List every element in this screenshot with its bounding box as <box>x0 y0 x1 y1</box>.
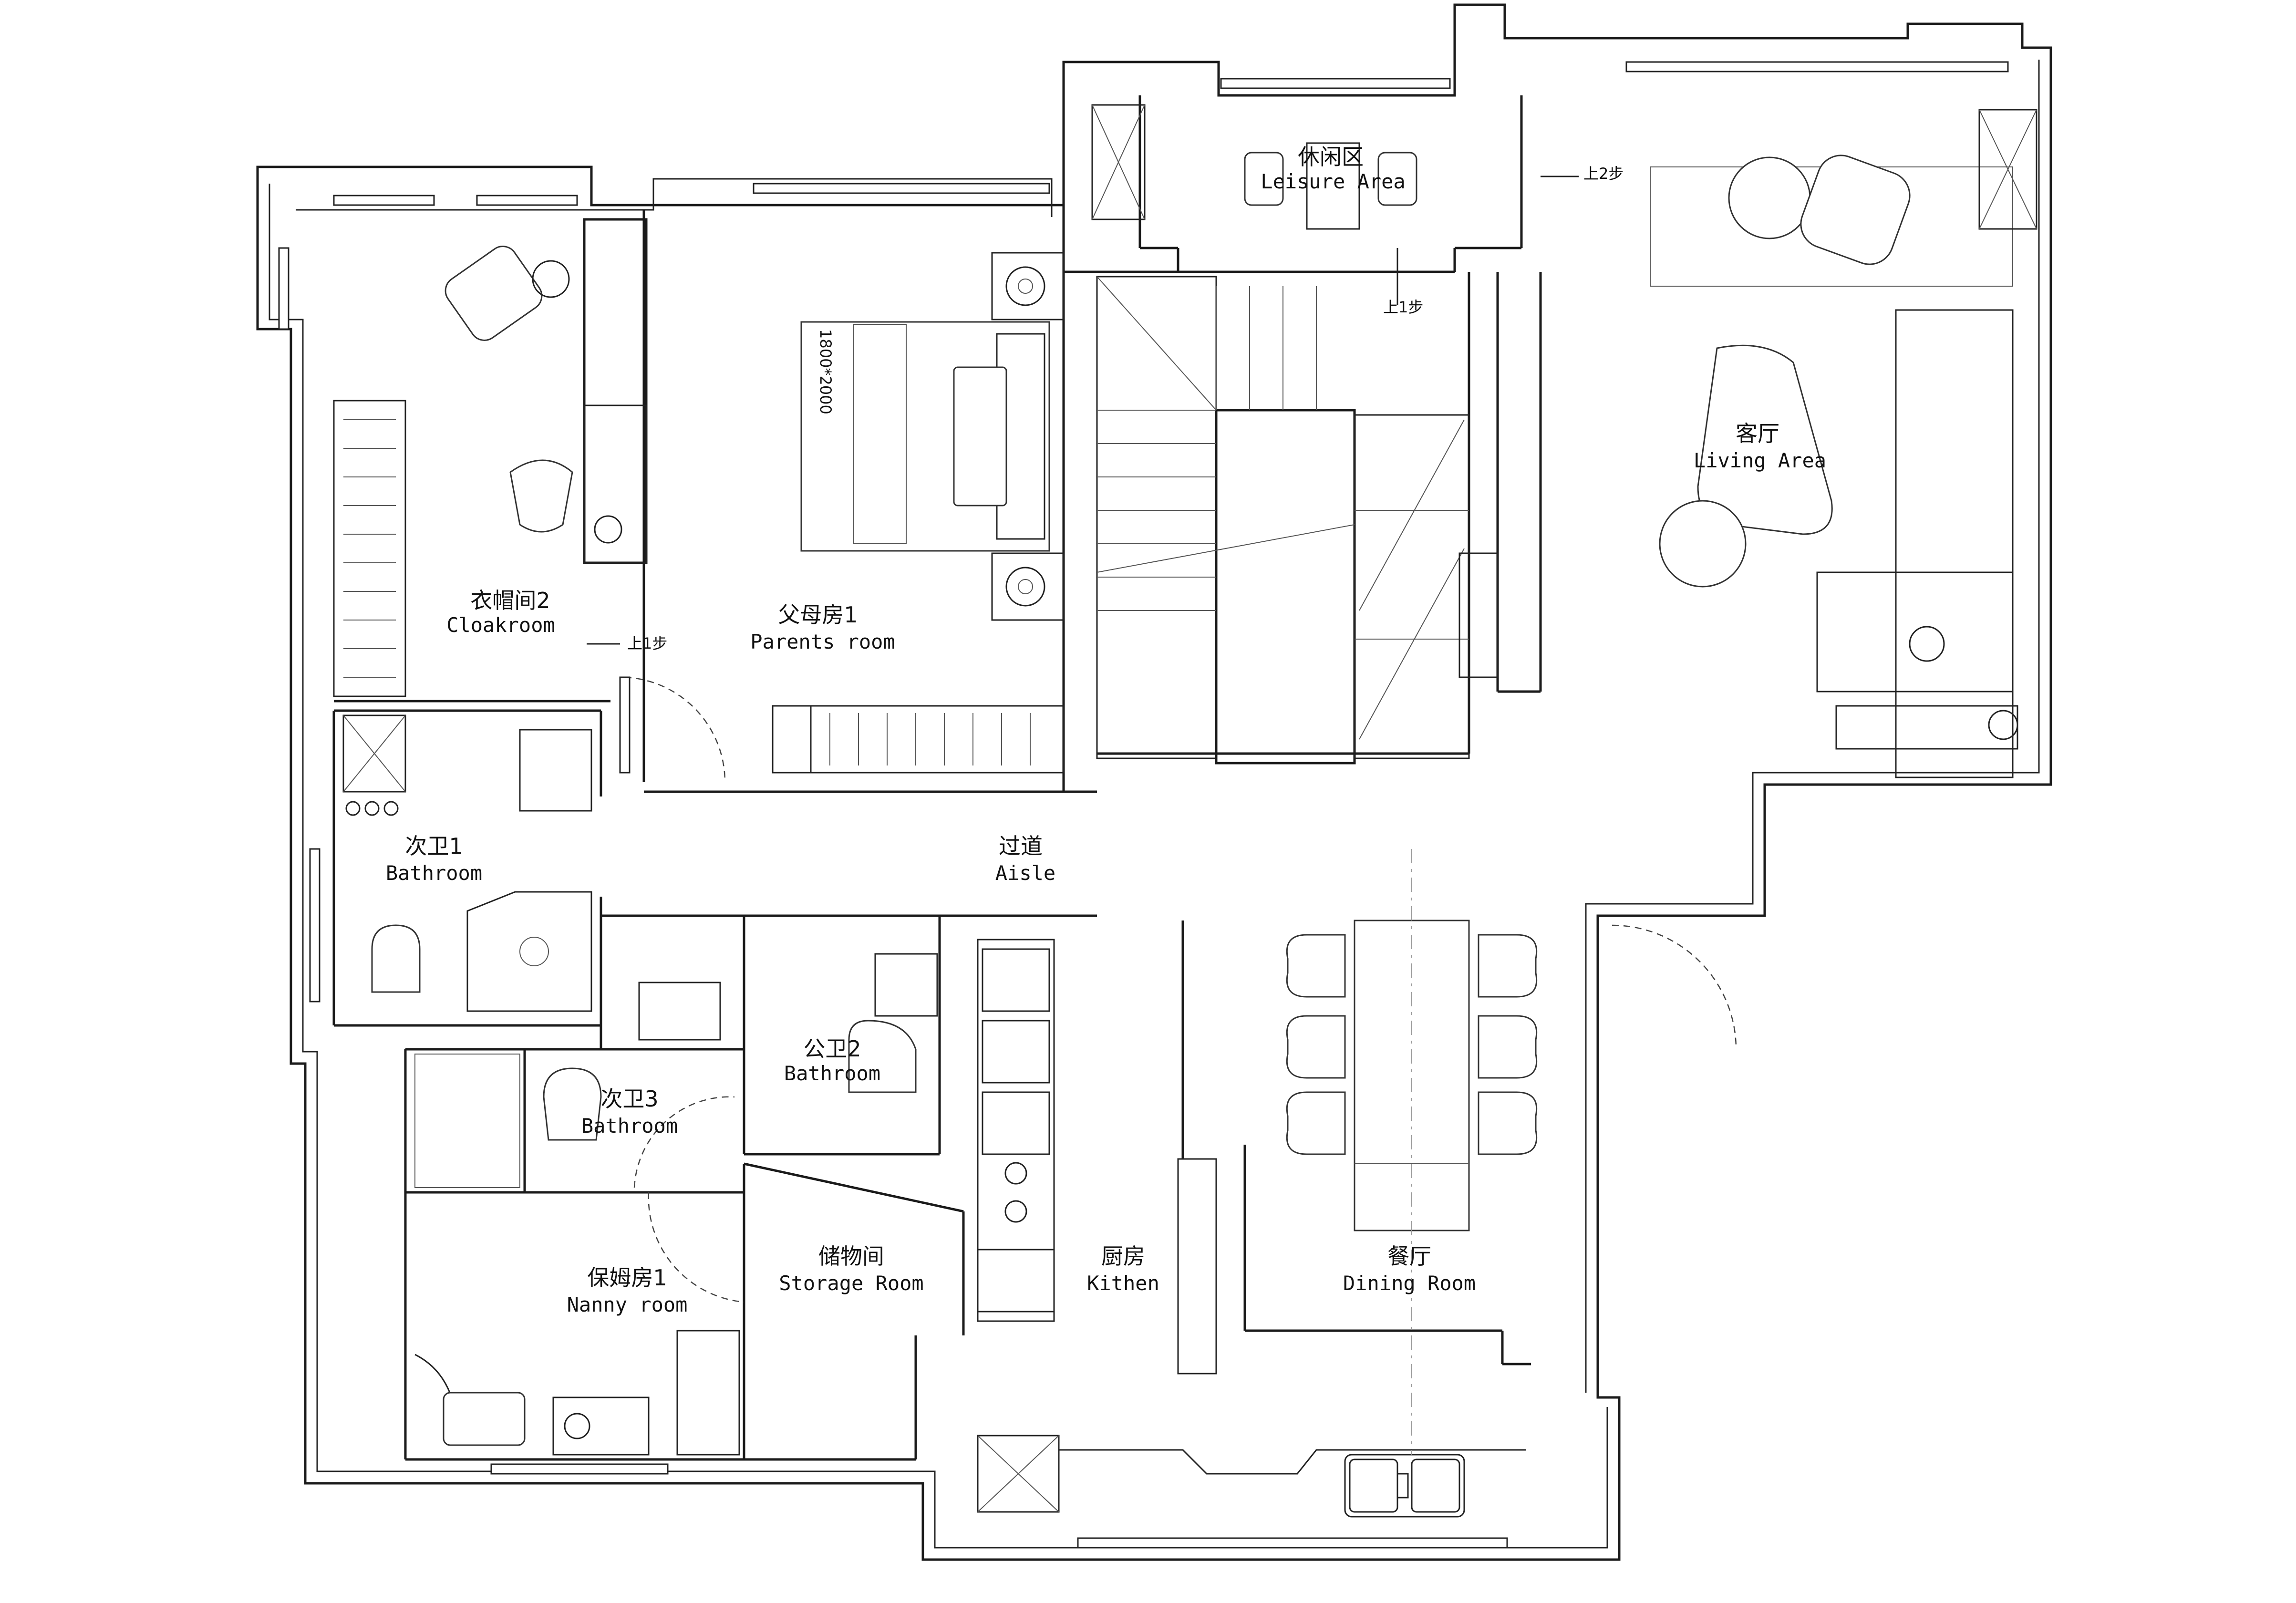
room-label-cloakroom-cn: 衣帽间2 <box>470 588 550 613</box>
room-labels: 衣帽间2 Cloakroom 父母房1 Parents room 休闲区 Lei… <box>386 144 1826 1316</box>
cloakroom-furniture <box>333 246 647 697</box>
room-label-bath3: 次卫3 Bathroom <box>581 1086 678 1138</box>
room-label-dining-cn: 餐厅 <box>1387 1243 1431 1269</box>
room-label-aisle: 过道 Aisle <box>995 833 1055 885</box>
room-label-storage-cn: 储物间 <box>818 1243 884 1269</box>
room-label-bath2-cn: 公卫2 <box>803 1036 861 1062</box>
leisure-furniture <box>1091 104 1417 230</box>
room-label-living: 客厅 Living Area <box>1694 421 1826 472</box>
room-label-kitchen-en: Kithen <box>1087 1272 1159 1295</box>
room-label-nanny-cn: 保姆房1 <box>587 1265 667 1291</box>
room-label-cloakroom: 衣帽间2 Cloakroom <box>446 588 555 637</box>
room-label-leisure: 休闲区 Leisure Area <box>1261 144 1405 193</box>
room-label-living-en: Living Area <box>1694 449 1826 472</box>
room-label-bath1-cn: 次卫1 <box>405 833 463 859</box>
step-label-leisure: 上2步 <box>1583 165 1624 183</box>
room-label-aisle-cn: 过道 <box>999 833 1043 859</box>
room-label-bath2: 公卫2 Bathroom <box>784 1036 880 1085</box>
room-label-bath3-en: Bathroom <box>581 1114 678 1138</box>
room-label-parents-en: Parents room <box>750 630 895 653</box>
room-label-leisure-en: Leisure Area <box>1261 170 1405 193</box>
room-label-aisle-en: Aisle <box>995 861 1055 885</box>
room-label-parents-cn: 父母房1 <box>778 602 858 628</box>
outer-walls <box>256 3 2052 1561</box>
room-label-dining: 餐厅 Dining Room <box>1343 1243 1476 1295</box>
room-label-storage: 储物间 Storage Room <box>779 1243 923 1295</box>
nanny-furniture <box>414 1192 745 1456</box>
room-label-nanny-en: Nanny room <box>567 1293 688 1316</box>
room-label-living-cn: 客厅 <box>1736 421 1779 446</box>
bath1-fixtures <box>342 714 592 1012</box>
room-label-parents: 父母房1 Parents room <box>750 602 895 653</box>
step-label-parents: 上1步 <box>627 634 667 652</box>
kitchen-furniture <box>977 939 1526 1518</box>
interior-walls <box>332 95 1542 1461</box>
room-label-dining-en: Dining Room <box>1343 1272 1476 1295</box>
room-label-kitchen-cn: 厨房 <box>1101 1243 1145 1269</box>
room-label-bath1-en: Bathroom <box>386 861 482 885</box>
step-arrows <box>587 176 1579 645</box>
living-furniture <box>1612 109 2037 1050</box>
room-label-storage-en: Storage Room <box>779 1272 923 1295</box>
room-label-cloakroom-en: Cloakroom <box>446 613 555 637</box>
room-label-nanny: 保姆房1 Nanny room <box>567 1265 688 1316</box>
room-label-leisure-cn: 休闲区 <box>1298 144 1364 170</box>
bath23-fixtures <box>414 953 938 1188</box>
dining-furniture <box>1286 849 1538 1455</box>
room-label-kitchen: 厨房 Kithen <box>1087 1243 1159 1295</box>
parents-room-furniture <box>619 252 1065 783</box>
step-label-stairs: 上1步 <box>1383 298 1423 316</box>
room-label-bath2-en: Bathroom <box>784 1062 880 1085</box>
room-label-bath1: 次卫1 Bathroom <box>386 833 482 885</box>
bed-size-label: 1800*2000 <box>817 329 835 414</box>
room-label-bath3-cn: 次卫3 <box>600 1086 658 1112</box>
windows <box>278 61 2009 1549</box>
staircase <box>1096 276 1499 765</box>
